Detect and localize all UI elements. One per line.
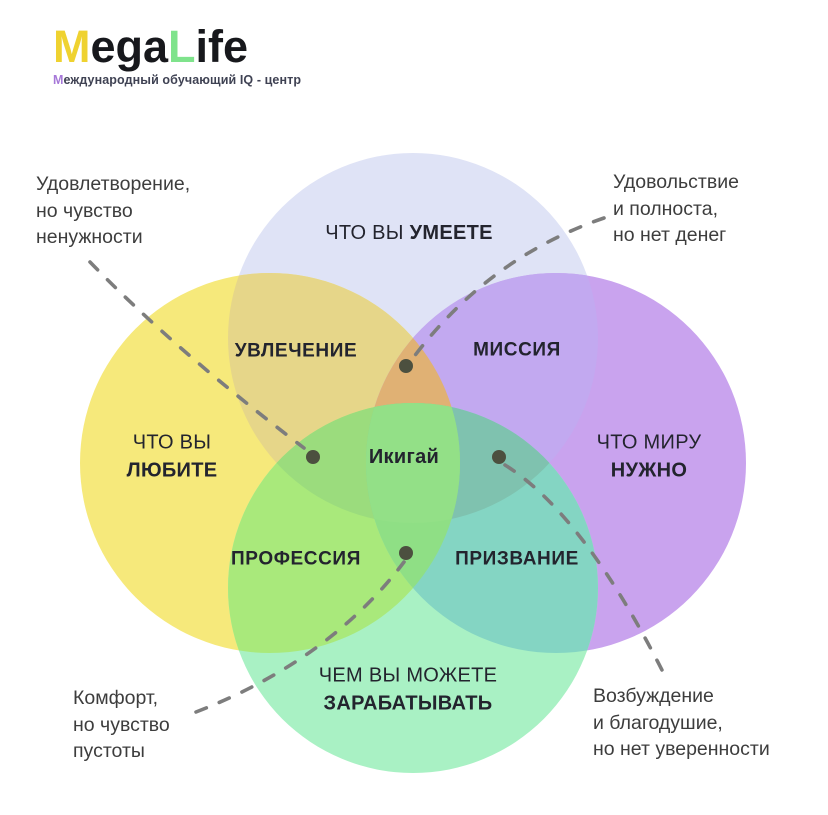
label-regular: ЧТО ВЫ	[132, 431, 212, 454]
region-left-inner-overlap	[228, 403, 460, 523]
annotation-line: но нет уверенности	[593, 738, 770, 761]
circle-label-needs: ЧТО МИРУ НУЖНО	[597, 429, 702, 486]
label-bold: ЗАРАБАТЫВАТЬ	[323, 693, 493, 715]
brand-letter-m: M	[53, 21, 91, 72]
brand-subtitle: Международный обучающий IQ - центр	[53, 73, 301, 87]
label-bold: НУЖНО	[610, 460, 688, 482]
annotation-line: пустоты	[73, 740, 145, 763]
brand-logo: MegaLife Международный обучающий IQ - це…	[53, 22, 301, 87]
subtitle-accent-letter: М	[53, 72, 64, 87]
connector-dot-left	[306, 450, 320, 464]
annotation-bottom-right: Возбуждение и благодушие, но нет уверенн…	[593, 683, 770, 763]
annotation-line: но нет денег	[613, 224, 727, 247]
connector-line-bottom-left	[194, 560, 406, 714]
annotation-line: но чувство	[36, 199, 133, 222]
circle-label-paid: ЧЕМ ВЫ МОЖЕТЕ ЗАРАБАТЫВАТЬ	[319, 662, 498, 719]
label-regular: ЧЕМ ВЫ МОЖЕТЕ	[318, 664, 498, 687]
circle-label-love: ЧТО ВЫ ЛЮБИТЕ	[127, 429, 218, 486]
center-label-ikigai: Икигай	[368, 445, 440, 468]
connector-line-top-left	[88, 260, 306, 450]
overlap-label-vocation: ПРИЗВАНИЕ	[455, 548, 579, 570]
region-right-inner-overlap	[366, 403, 598, 523]
connector-dot-right	[492, 450, 506, 464]
annotation-line: и полноста,	[613, 197, 719, 220]
overlap-label-mission: МИССИЯ	[473, 339, 561, 361]
annotation-line: но чувство	[73, 713, 170, 736]
circle-label-skills: ЧТО ВЫ УМЕЕТЕ	[325, 219, 493, 247]
label-bold: ЛЮБИТЕ	[126, 460, 218, 482]
annotation-line: Удовлетворение,	[36, 173, 191, 195]
brand-letter-l: L	[168, 21, 196, 72]
connector-line-bottom-right	[503, 463, 670, 684]
annotation-top-right: Удовольствие и полноста, но нет денег	[613, 169, 739, 249]
subtitle-text: еждународный обучающий IQ - центр	[63, 72, 302, 87]
connector-dot-bottom	[399, 546, 413, 560]
label-regular: ЧТО МИРУ	[596, 431, 702, 454]
label-bold: УМЕЕТЕ	[409, 221, 493, 244]
brand-name: MegaLife	[53, 22, 301, 72]
annotation-line: и благодушие,	[593, 711, 723, 734]
overlap-label-passion: УВЛЕЧЕНИЕ	[234, 340, 358, 362]
connector-line-top-right	[411, 216, 606, 360]
connector-dot-top	[399, 359, 413, 373]
overlap-label-profession: ПРОФЕССИЯ	[231, 548, 361, 570]
annotation-line: Комфорт,	[73, 687, 159, 709]
annotation-line: Удовольствие	[613, 171, 739, 193]
brand-letters-ife: ife	[195, 21, 249, 72]
brand-letters-ega: ega	[90, 21, 169, 72]
annotation-line: ненужности	[36, 226, 143, 249]
annotation-line: Возбуждение	[593, 685, 714, 707]
annotation-top-left: Удовлетворение, но чувство ненужности	[36, 171, 190, 251]
label-regular: ЧТО ВЫ	[325, 221, 404, 244]
annotation-bottom-left: Комфорт, но чувство пустоты	[73, 685, 170, 765]
